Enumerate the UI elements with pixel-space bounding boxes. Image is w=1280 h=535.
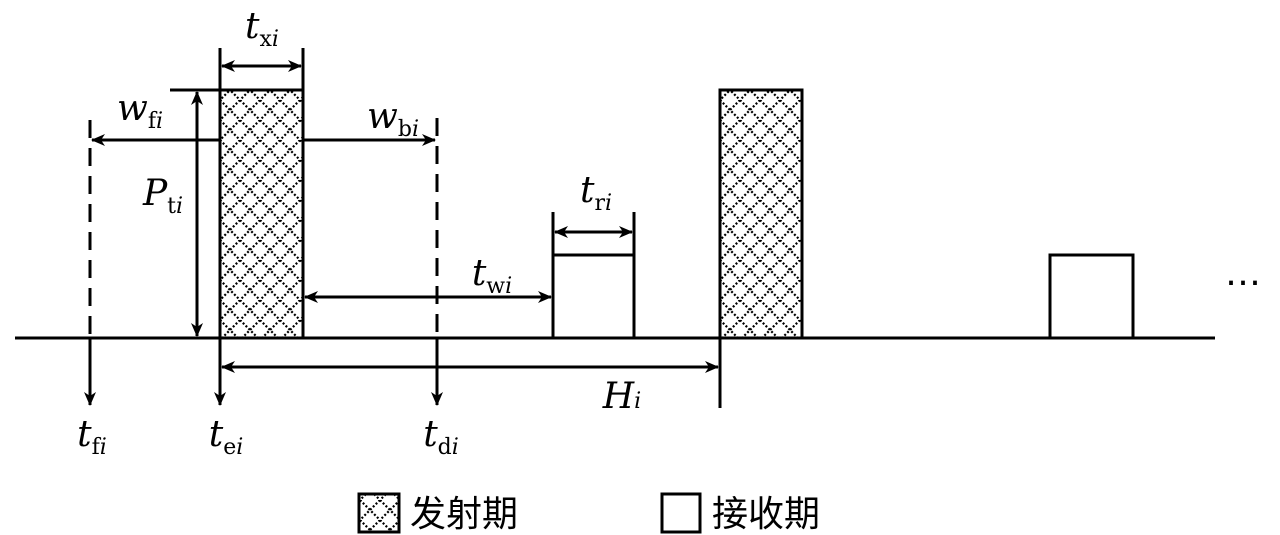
legend-receive-label: 接收期 (712, 494, 820, 535)
legend-transmit-swatch (357, 492, 401, 534)
receive-window-2 (1048, 253, 1135, 338)
label-t-x: txi (245, 6, 279, 52)
label-t-d: tdi (423, 414, 459, 460)
transmit-pulse-1 (218, 88, 305, 340)
label-t-w: twi (472, 253, 512, 299)
label-w-f: wfi (117, 88, 163, 134)
transmit-pulse-2 (718, 88, 804, 340)
label-h: Hi (602, 376, 641, 417)
legend-receive-swatch (660, 492, 702, 534)
receive-window-1 (551, 253, 636, 338)
ellipsis: … (1225, 253, 1261, 294)
legend-transmit-label: 发射期 (410, 494, 518, 535)
label-t-f: tfi (77, 414, 107, 460)
label-w-b: wbi (367, 96, 419, 142)
label-t-e: tei (209, 414, 244, 460)
label-t-r: tri (580, 170, 612, 216)
label-p-t: Pti (142, 173, 183, 219)
